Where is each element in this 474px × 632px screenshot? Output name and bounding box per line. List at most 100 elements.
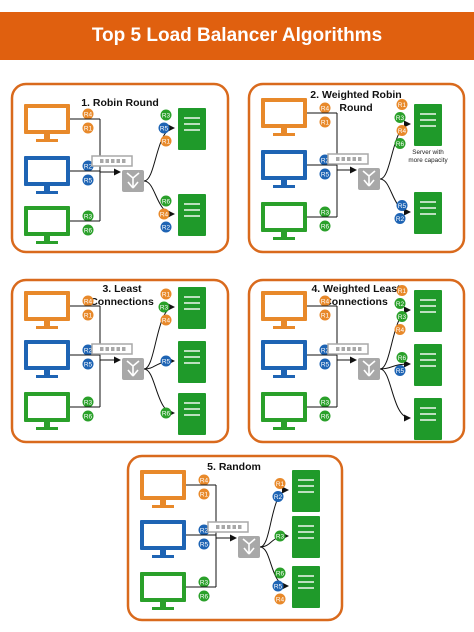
panel-title: 5. Random	[207, 461, 261, 473]
request-badge: R4	[319, 102, 331, 114]
request-badge-label: R2	[84, 347, 93, 354]
monitor-neck	[44, 134, 50, 139]
request-badge-label: R4	[321, 105, 330, 112]
balancer-to-server-arrow	[379, 178, 411, 216]
request-badge-label: R5	[84, 177, 93, 184]
request-badge: R4	[198, 474, 210, 486]
request-badge-label: R1	[84, 125, 93, 132]
monitor-screen	[28, 108, 66, 130]
switch-port	[232, 525, 236, 529]
request-badge-dot	[160, 355, 172, 367]
monitor-icon	[24, 156, 70, 194]
switch-port	[336, 347, 340, 351]
switch-port	[341, 347, 345, 351]
request-badge-label: R4	[200, 477, 209, 484]
monitor-screen	[265, 206, 303, 228]
request-badge-dot	[272, 580, 284, 592]
request-badge-label: R2	[200, 527, 209, 534]
request-badge: R4	[394, 324, 406, 335]
request-badge-dot	[160, 109, 172, 121]
request-badge-dot	[396, 125, 408, 136]
request-badge-dot	[82, 160, 94, 172]
request-badge-label: R4	[276, 596, 285, 603]
monitor-neck	[160, 500, 166, 505]
request-badge-label: R2	[396, 216, 405, 223]
request-badge-label: R2	[162, 224, 171, 231]
request-badge-dot	[82, 396, 94, 408]
request-badge: R4	[396, 125, 408, 136]
monitor-neck	[281, 370, 287, 375]
request-badge-dot	[394, 138, 406, 149]
switch-port	[116, 159, 120, 163]
request-badge-dot	[319, 396, 331, 408]
monitor-icon	[24, 340, 70, 378]
request-badge: R4	[160, 314, 172, 326]
request-badge-label: R4	[84, 298, 93, 305]
request-badge-dot	[319, 358, 331, 370]
switch-port	[341, 157, 345, 161]
switch-port	[221, 525, 225, 529]
request-badge: R3	[82, 396, 94, 408]
request-badge-dot	[160, 314, 172, 326]
monitor-screen	[144, 474, 182, 496]
request-badge: R6	[160, 195, 172, 207]
switch-port	[358, 347, 362, 351]
request-badge-label: R1	[84, 312, 93, 319]
server-icon	[292, 516, 320, 558]
request-badge-dot	[319, 220, 331, 232]
panel-title: 3. Least	[102, 283, 142, 295]
monitor-stand	[36, 191, 58, 194]
request-badge-dot	[319, 102, 331, 114]
request-badge-dot	[82, 295, 94, 307]
request-badge-label: R3	[398, 314, 407, 321]
algorithm-panel-least-connections: 3. LeastConnectionsR4R1R2R5R3R6R1R3R4R5R…	[10, 278, 230, 444]
request-badge-label: R5	[321, 361, 330, 368]
request-badge: R4	[82, 295, 94, 307]
monitor-icon	[261, 98, 307, 136]
monitor-stand	[36, 427, 58, 430]
switch-port	[216, 525, 220, 529]
request-badge: R6	[394, 138, 406, 149]
switch-port	[122, 159, 126, 163]
switch-port	[111, 347, 115, 351]
request-badge-dot	[396, 285, 408, 296]
panel-title: Connections	[90, 296, 154, 308]
request-badge-dot	[319, 116, 331, 128]
server-body	[178, 287, 206, 329]
request-badge: R2	[394, 298, 406, 309]
request-badge-dot	[394, 213, 406, 224]
monitor-neck	[44, 186, 50, 191]
request-badge: R3	[160, 109, 172, 121]
request-badge: R5	[396, 200, 408, 211]
request-badge: R1	[396, 285, 408, 296]
algorithm-panel-weighted-robin-round: 2. Weighted RobinRoundR4R1R2R5R3R6R1R3R4…	[247, 82, 466, 254]
monitor-screen	[265, 396, 303, 418]
request-badge-dot	[396, 200, 408, 211]
title-banner: Top 5 Load Balancer Algorithms	[0, 12, 474, 60]
request-badge-label: R6	[162, 198, 171, 205]
request-badge-label: R5	[84, 361, 93, 368]
request-badge: R3	[319, 206, 331, 218]
request-badge-label: R1	[398, 288, 407, 295]
server-icon	[178, 393, 206, 435]
monitor-screen	[265, 154, 303, 176]
server-icon	[414, 192, 442, 234]
request-badge: R1	[319, 309, 331, 321]
request-badge-label: R5	[321, 171, 330, 178]
balancer-arrows	[242, 538, 256, 555]
request-badge-dot	[274, 593, 286, 605]
request-badge-label: R2	[321, 347, 330, 354]
request-badge: R1	[160, 288, 172, 300]
server-icon	[414, 290, 442, 332]
switch-port	[122, 347, 126, 351]
server-body	[414, 104, 442, 146]
request-badge-dot	[396, 311, 408, 322]
monitor-screen	[144, 576, 182, 598]
request-badge: R3	[274, 530, 286, 542]
request-badge: R6	[396, 352, 408, 363]
request-badge-label: R5	[396, 368, 405, 375]
monitor-screen	[28, 160, 66, 182]
request-badge-label: R1	[162, 291, 171, 298]
